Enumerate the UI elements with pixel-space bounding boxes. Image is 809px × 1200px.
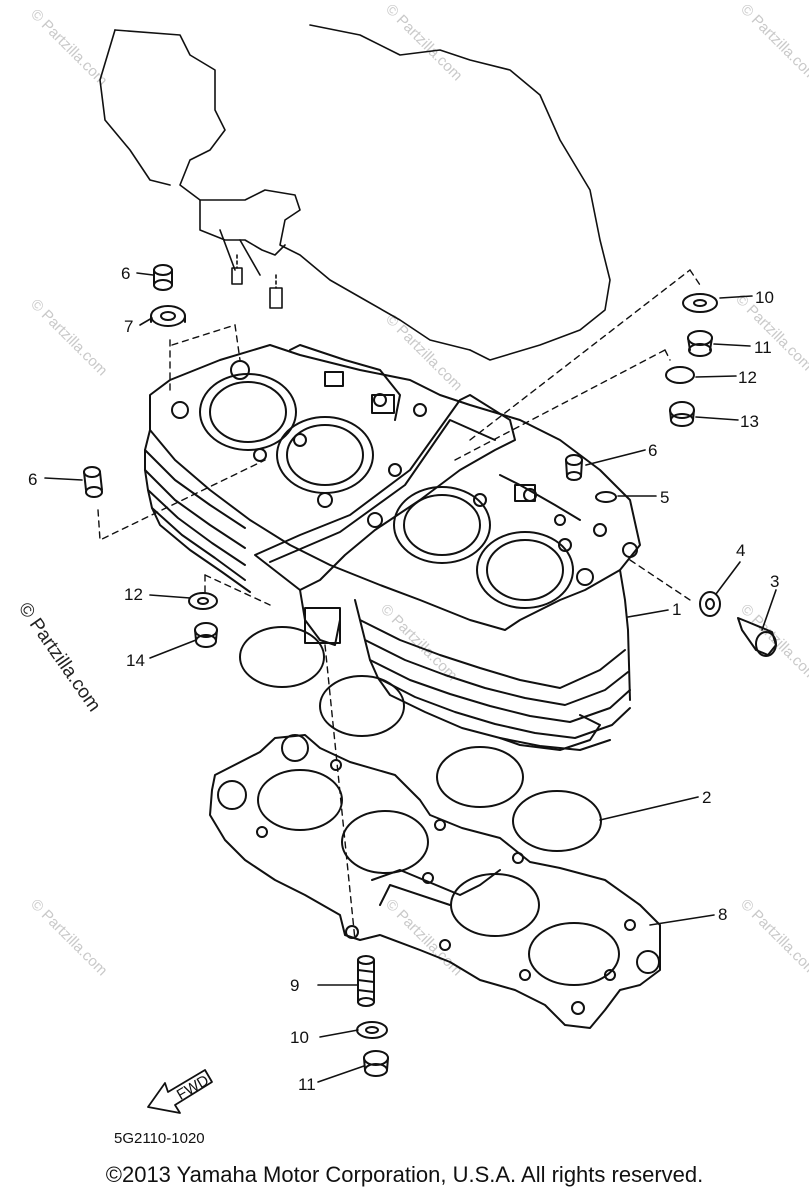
callout-10: 10: [290, 1028, 309, 1047]
watermark: © Partzilla.com: [382, 896, 465, 979]
watermark: © Partzilla.com: [27, 896, 110, 979]
callout-1: 1: [672, 600, 681, 619]
callout-14: 14: [126, 651, 145, 670]
callout-9: 9: [290, 976, 299, 995]
callout-labels: 6 7 6 12 14 10 11 12 13 6 5 4 3 1 2 8 9 …: [28, 264, 779, 1094]
callout-12: 12: [738, 368, 757, 387]
watermark: © Partzilla.com: [27, 6, 110, 89]
watermark: © Partzilla.com: [27, 296, 110, 379]
callout-2: 2: [702, 788, 711, 807]
side-watermark: © Partzilla.com: [14, 599, 105, 716]
callout-5: 5: [660, 488, 669, 507]
watermark: © Partzilla.com: [737, 896, 809, 979]
callout-6: 6: [648, 441, 657, 460]
watermark-layer: © Partzilla.com © Partzilla.com © Partzi…: [27, 1, 809, 979]
copyright-notice: ©2013 Yamaha Motor Corporation, U.S.A. A…: [105, 1162, 704, 1187]
callout-10: 10: [755, 288, 774, 307]
callout-11: 11: [754, 338, 772, 357]
crankcase-outline: [99, 24, 611, 361]
small-parts: [83, 264, 777, 1077]
watermark: © Partzilla.com: [737, 601, 809, 684]
callout-13: 13: [740, 412, 759, 431]
callout-6: 6: [121, 264, 130, 283]
leader-lines: [44, 272, 777, 1083]
callout-3: 3: [770, 572, 779, 591]
callout-7: 7: [124, 317, 133, 336]
callout-6: 6: [28, 470, 37, 489]
watermark: © Partzilla.com: [377, 601, 460, 684]
callout-4: 4: [736, 541, 745, 560]
watermark: © Partzilla.com: [382, 1, 465, 84]
cylinder-block: [144, 344, 641, 751]
diagram-code: 5G2110-1020: [114, 1130, 205, 1147]
o-rings: [239, 626, 602, 852]
callout-12: 12: [124, 585, 143, 604]
watermark: © Partzilla.com: [382, 311, 465, 394]
head-gasket: [209, 734, 661, 1029]
assembly-lines: [97, 269, 701, 941]
callout-11: 11: [298, 1075, 316, 1094]
forward-arrow-icon: FWD: [147, 1069, 213, 1114]
watermark: © Partzilla.com: [737, 1, 809, 84]
callout-8: 8: [718, 905, 727, 924]
